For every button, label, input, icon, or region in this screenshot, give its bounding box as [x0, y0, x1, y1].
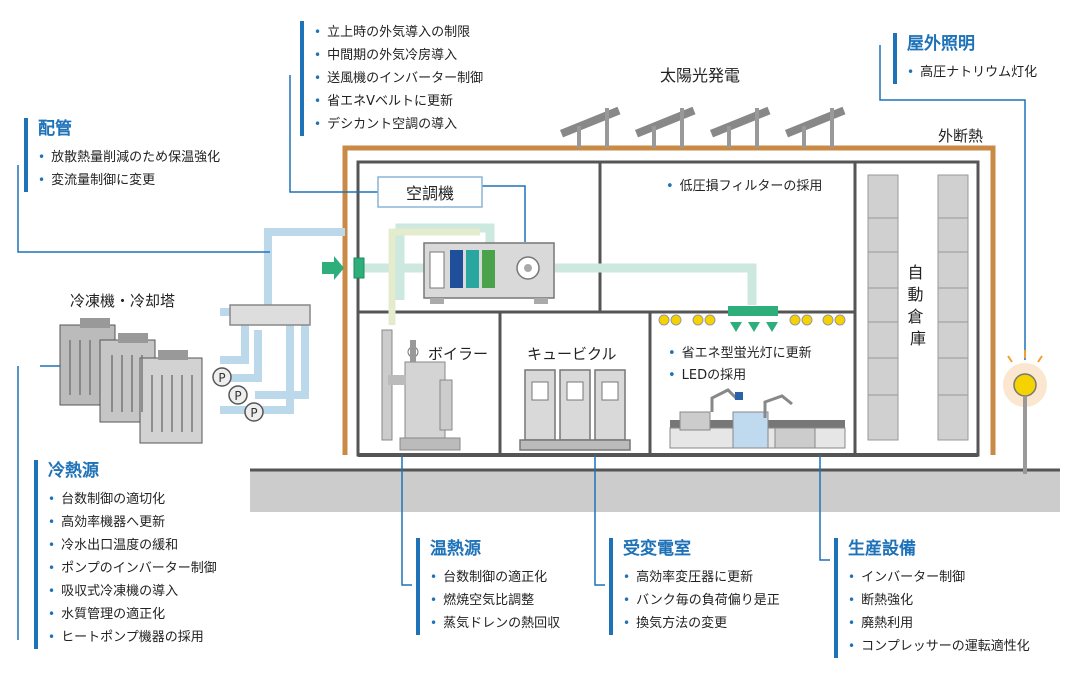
- solar-label: 太陽光発電: [660, 66, 741, 85]
- ground: [250, 470, 1060, 512]
- boiler-label: ボイラー: [428, 345, 489, 363]
- substation-item: 高効率変圧器に更新: [623, 566, 780, 589]
- cold-source-item: ヒートポンプ機器の採用: [48, 626, 217, 649]
- production-lights: [658, 306, 846, 332]
- ac-unit-machine: [423, 242, 555, 304]
- ac-unit-label-box: [377, 176, 483, 208]
- header-pipe: [229, 304, 311, 326]
- ac-unit-label: 空調機: [406, 184, 454, 203]
- outdoor-lamp: [1003, 350, 1047, 474]
- outdoor-light-item: 高圧ナトリウム灯化: [907, 61, 1037, 84]
- ac-item: 送風機のインバーター制御: [314, 67, 483, 90]
- production-item: コンプレッサーの運転適性化: [848, 635, 1030, 658]
- heat-source-panel: 温熱源 台数制御の適正化 燃焼空気比調整 蒸気ドレンの熱回収: [416, 538, 560, 635]
- cold-source-item: 水質管理の適正化: [48, 603, 217, 626]
- chiller-towers: [59, 318, 203, 444]
- piping-item: 変流量制御に変更: [38, 169, 220, 192]
- cold-source-title: 冷熱源: [48, 461, 99, 481]
- lighting-note: 省エネ型蛍光灯に更新 LEDの採用: [668, 343, 812, 387]
- warehouse-label: 自 動 倉 庫: [907, 263, 928, 348]
- production-item: 廃熱利用: [848, 612, 1030, 635]
- boiler-machine: [381, 329, 461, 451]
- cold-source-item: 冷水出口温度の緩和: [48, 534, 217, 557]
- warehouse-racks: [867, 174, 969, 441]
- heat-source-item: 燃焼空気比調整: [430, 589, 560, 612]
- ac-item: 省エネVベルトに更新: [314, 90, 483, 113]
- ac-item: デシカント空調の導入: [314, 113, 483, 136]
- substation-item: 換気方法の変更: [623, 612, 780, 635]
- ac-item: 中間期の外気冷房導入: [314, 44, 483, 67]
- production-machines: [669, 388, 846, 449]
- substation-panel: 受変電室 高効率変圧器に更新 バンク毎の負荷偏り是正 換気方法の変更: [609, 538, 780, 635]
- air-ducts: [362, 223, 757, 305]
- outdoor-light-panel: 屋外照明 高圧ナトリウム灯化: [893, 33, 1037, 84]
- pumps: P P P: [212, 367, 264, 422]
- pump-label: P: [234, 389, 241, 403]
- pump-label: P: [218, 371, 225, 385]
- cold-source-item: 高効率機器へ更新: [48, 511, 217, 534]
- production-item: 断熱強化: [848, 589, 1030, 612]
- cold-source-item: ポンプのインバーター制御: [48, 557, 217, 580]
- chiller-label: 冷凍機・冷却塔: [70, 292, 176, 310]
- lighting-note-item: 省エネ型蛍光灯に更新: [668, 343, 812, 365]
- piping-panel: 配管 放散熱量削減のため保温強化 変流量制御に変更: [24, 118, 220, 192]
- solar-panels: [560, 106, 846, 148]
- cold-source-item: 台数制御の適切化: [48, 488, 217, 511]
- outdoor-light-title: 屋外照明: [907, 34, 975, 54]
- production-item: インバーター制御: [848, 566, 1030, 589]
- intake-arrow: [322, 256, 344, 280]
- insulation-label: 外断熱: [938, 127, 984, 145]
- ac-item: 立上時の外気導入の制限: [314, 21, 483, 44]
- outer-insulation: [342, 145, 996, 455]
- heat-source-item: 台数制御の適正化: [430, 566, 560, 589]
- heat-source-item: 蒸気ドレンの熱回収: [430, 612, 560, 635]
- filter-note: 低圧損フィルターの採用: [666, 176, 823, 198]
- heat-source-title: 温熱源: [430, 539, 481, 559]
- substation-item: バンク毎の負荷偏り是正: [623, 589, 780, 612]
- cubicle-label: キュービクル: [527, 345, 617, 363]
- cold-source-item: 吸収式冷凍機の導入: [48, 580, 217, 603]
- production-title: 生産設備: [848, 539, 916, 559]
- production-panel: 生産設備 インバーター制御 断熱強化 廃熱利用 コンプレッサーの運転適性化: [834, 538, 1030, 658]
- lighting-note-item: LEDの採用: [668, 365, 812, 387]
- piping-title: 配管: [38, 119, 72, 139]
- pump-label: P: [250, 406, 257, 420]
- ac-panel: 立上時の外気導入の制限 中間期の外気冷房導入 送風機のインバーター制御 省エネV…: [300, 21, 483, 136]
- filter-note-item: 低圧損フィルターの採用: [666, 176, 823, 198]
- substation-title: 受変電室: [623, 539, 691, 559]
- piping-item: 放散熱量削減のため保温強化: [38, 146, 220, 169]
- cold-source-panel: 冷熱源 台数制御の適切化 高効率機器へ更新 冷水出口温度の緩和 ポンプのインバー…: [34, 460, 217, 649]
